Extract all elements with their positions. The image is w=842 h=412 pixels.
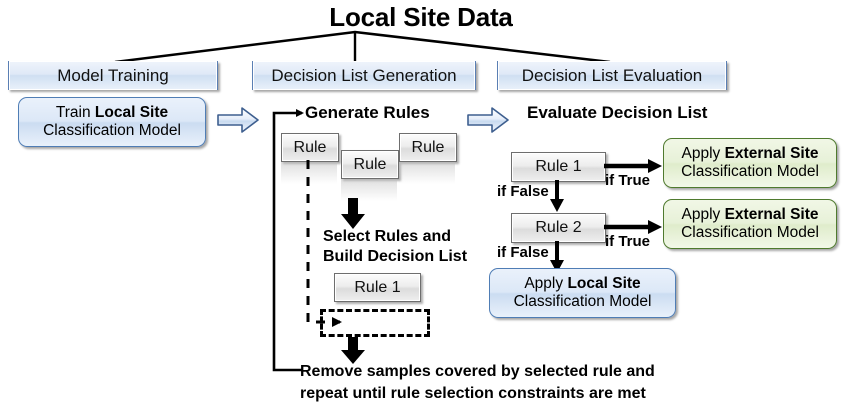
header-model-training[interactable]: Model Training	[8, 61, 218, 90]
eval-rule-1-false-label: if False	[497, 183, 549, 200]
selected-rule-dashed-path	[306, 160, 342, 327]
rule-chip-1[interactable]: Rule	[281, 133, 339, 162]
apply-local-site-box[interactable]: Apply Local Site Classification Model	[489, 268, 676, 318]
generate-rules-heading: Generate Rules	[305, 103, 430, 122]
page-title: Local Site Data	[329, 2, 513, 32]
eval-rule-2-false-arrow	[550, 241, 564, 273]
select-rules-heading-line2: Build Decision List	[323, 248, 468, 265]
train-box-line1: Train Local Site	[55, 103, 169, 121]
eval-rule-2-true-arrow	[604, 220, 662, 234]
eval-rule-1-false-arrow	[550, 180, 564, 212]
eval-rule-1-label: Rule 1	[535, 158, 582, 175]
apply-local-line2: Classification Model	[513, 293, 652, 310]
train-box-line2: Classification Model	[43, 122, 181, 139]
apply-local-line1: Apply Local Site	[524, 274, 641, 292]
header-decision-list-generation[interactable]: Decision List Generation	[252, 61, 476, 90]
rule-chip-1-reflection	[281, 162, 337, 184]
rule-chip-2-reflection	[341, 179, 397, 201]
rule-chip-3[interactable]: Rule	[399, 133, 457, 162]
loop-down-arrow-icon	[341, 337, 365, 364]
eval-rule-1-box[interactable]: Rule 1	[511, 152, 606, 182]
apply-external-2-line2: Classification Model	[681, 224, 819, 241]
apply-external-1-line2: Classification Model	[681, 163, 819, 180]
generation-loop-line	[272, 109, 304, 372]
stage-arrow-generation-to-evaluation-icon	[467, 107, 509, 133]
apply-external-site-box-2[interactable]: Apply External Site Classification Model	[663, 199, 837, 249]
select-rules-heading-line1: Select Rules and	[323, 228, 452, 245]
apply-external-2-line1: Apply External Site	[681, 205, 819, 223]
rule-chip-2-label: Rule	[353, 155, 387, 173]
rule-chip-1-label: Rule	[293, 138, 327, 156]
stage-arrow-training-to-generation-icon	[217, 107, 259, 133]
selected-rule-1-label: Rule 1	[354, 278, 401, 296]
eval-rule-2-false-label: if False	[497, 244, 549, 261]
train-local-site-model-box[interactable]: Train Local Site Classification Model	[18, 97, 206, 147]
eval-rule-2-true-label: if True	[605, 233, 651, 250]
evaluate-decision-list-heading: Evaluate Decision List	[527, 103, 708, 122]
eval-rule-2-label: Rule 2	[535, 219, 582, 236]
generate-to-select-arrow-icon	[341, 198, 365, 229]
decision-list-placeholder-slot	[320, 309, 430, 337]
tree-connector-lines	[114, 30, 611, 64]
header-model-training-label: Model Training	[57, 65, 169, 85]
header-decision-list-evaluation-label: Decision List Evaluation	[521, 65, 703, 85]
loop-text-line1: Remove samples covered by selected rule …	[300, 363, 655, 380]
apply-external-1-line1: Apply External Site	[681, 144, 819, 162]
loop-text-line2: repeat until rule selection constraints …	[300, 385, 646, 402]
selected-rule-1-box[interactable]: Rule 1	[334, 273, 421, 302]
rule-chip-3-label: Rule	[411, 138, 445, 156]
apply-external-site-box-1[interactable]: Apply External Site Classification Model	[663, 138, 837, 188]
eval-rule-1-true-arrow	[604, 159, 662, 173]
rule-chip-3-reflection	[399, 162, 455, 184]
header-decision-list-generation-label: Decision List Generation	[271, 65, 457, 85]
header-decision-list-evaluation[interactable]: Decision List Evaluation	[497, 61, 727, 90]
rule-chip-2[interactable]: Rule	[341, 150, 399, 179]
eval-rule-2-box[interactable]: Rule 2	[511, 213, 606, 243]
eval-rule-1-true-label: if True	[605, 172, 651, 189]
